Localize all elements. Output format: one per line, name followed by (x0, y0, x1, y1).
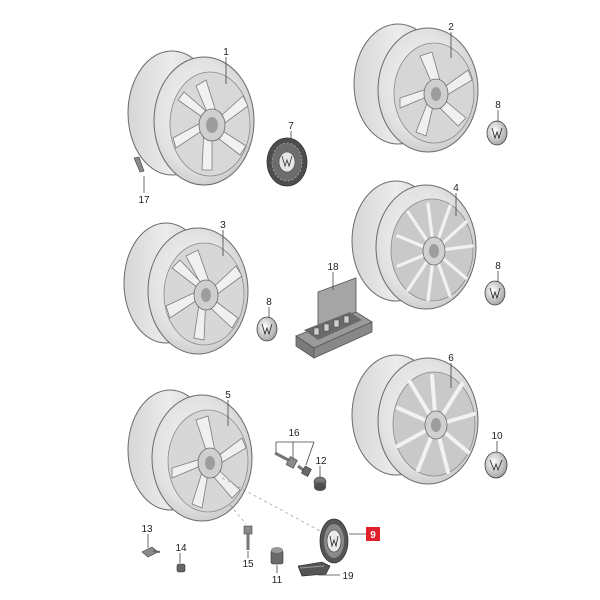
callout-15: 15 (242, 559, 254, 570)
callout-17: 17 (138, 195, 150, 206)
tool-case-18 (295, 277, 373, 359)
callout-9-highlight: 9 (366, 527, 380, 541)
alloy-wheel-4 (351, 180, 477, 310)
callout-5: 5 (225, 390, 231, 401)
highlight-box (366, 527, 380, 541)
valve-cap-14 (176, 563, 186, 573)
wheel-bolt-15 (243, 525, 253, 550)
alloy-wheel-5 (127, 389, 253, 522)
alloy-wheel-6 (351, 354, 479, 485)
callout-2: 2 (448, 22, 454, 33)
callout-16: 16 (288, 428, 300, 439)
callout-8-mid-right: 8 (495, 261, 501, 272)
center-cap-8b (484, 280, 506, 306)
center-cap-10 (484, 451, 508, 479)
callout-4: 4 (453, 183, 459, 194)
callout-18: 18 (327, 262, 339, 273)
center-cap-8c (256, 316, 278, 342)
callout-1: 1 (223, 47, 229, 58)
leader-lines (143, 32, 499, 576)
alloy-wheel-3 (123, 222, 249, 355)
hub-cap-7 (266, 137, 308, 187)
clip-17 (133, 156, 145, 173)
lock-nut-12 (313, 476, 327, 491)
callout-13: 13 (141, 524, 153, 535)
callout-19: 19 (342, 571, 354, 582)
callout-7: 7 (288, 121, 294, 132)
hub-cap-9 (319, 518, 349, 564)
wheel-bolt-16b (297, 464, 312, 477)
valve-13 (141, 546, 161, 558)
callout-10: 10 (491, 431, 503, 442)
removal-hook-19 (297, 561, 331, 577)
alloy-wheel-2 (353, 23, 479, 153)
callout-11: 11 (272, 575, 283, 586)
alloy-wheel-1 (127, 50, 255, 186)
wheel-bolt-16a (274, 451, 298, 469)
center-cap-8a (486, 120, 508, 146)
callout-3: 3 (220, 220, 226, 231)
callout-12: 12 (315, 456, 327, 467)
callout-8-top: 8 (495, 100, 501, 111)
callout-8-mid-left: 8 (266, 297, 272, 308)
callouts: 1 2 3 4 5 6 7 8 8 8 9 10 11 12 13 14 15 … (138, 22, 503, 586)
bolt-cap-11 (270, 547, 284, 565)
callout-9: 9 (370, 530, 376, 541)
callout-6: 6 (448, 353, 454, 364)
callout-14: 14 (175, 543, 187, 554)
